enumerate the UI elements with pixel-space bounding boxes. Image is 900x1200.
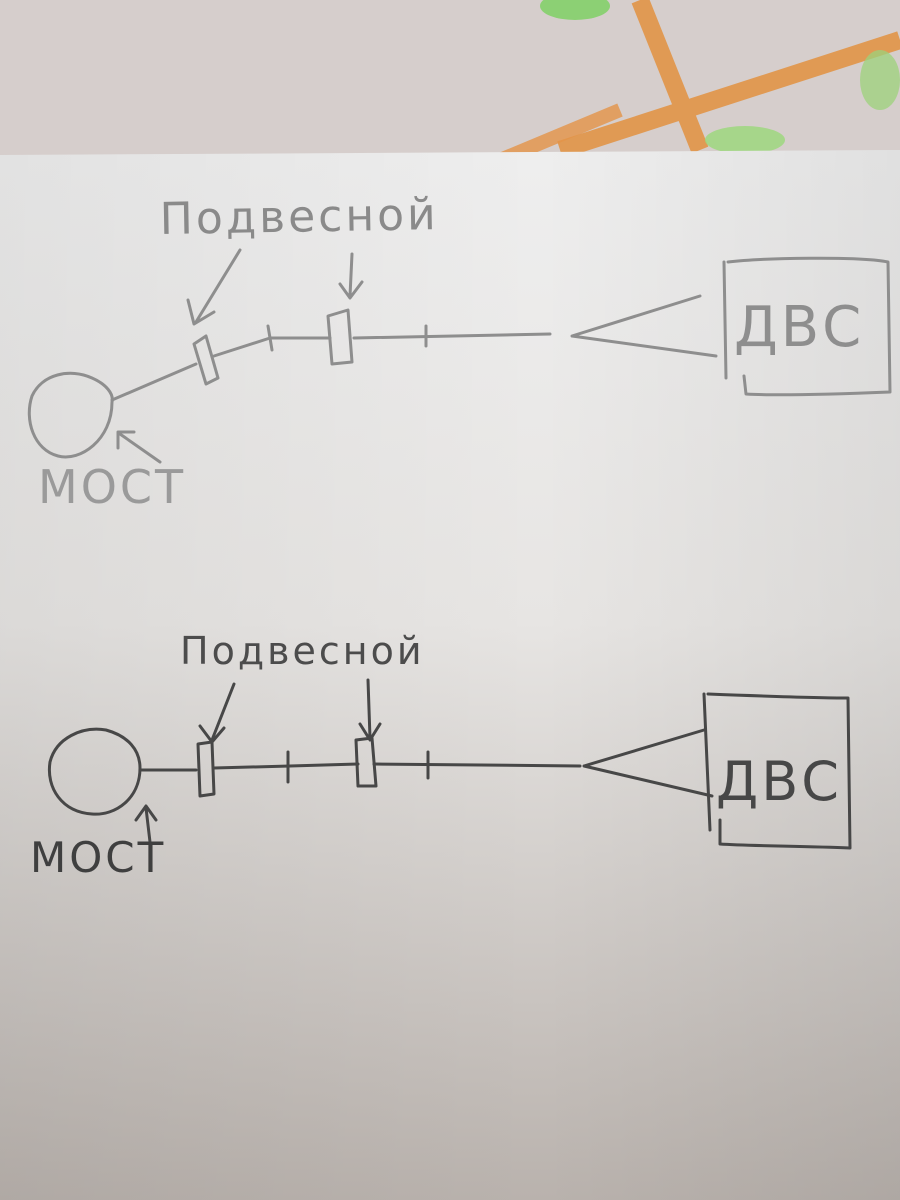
- driveshaft-line: [214, 766, 290, 768]
- engine-box-edge: [724, 262, 726, 378]
- label-suspended-bottom: Подвесной: [180, 629, 425, 673]
- label-bridge-bottom: МОСТ: [30, 833, 166, 882]
- label-engine-top: ДВС: [734, 295, 864, 360]
- label-suspended-top: Подвесной: [159, 189, 439, 245]
- label-engine-bottom: ДВС: [716, 750, 842, 813]
- driveshaft-line: [374, 764, 580, 766]
- fabric-green-spot: [705, 126, 785, 154]
- driveshaft-line: [290, 764, 358, 766]
- label-bridge-top: МОСТ: [38, 460, 186, 514]
- fabric-green-spot: [860, 50, 900, 110]
